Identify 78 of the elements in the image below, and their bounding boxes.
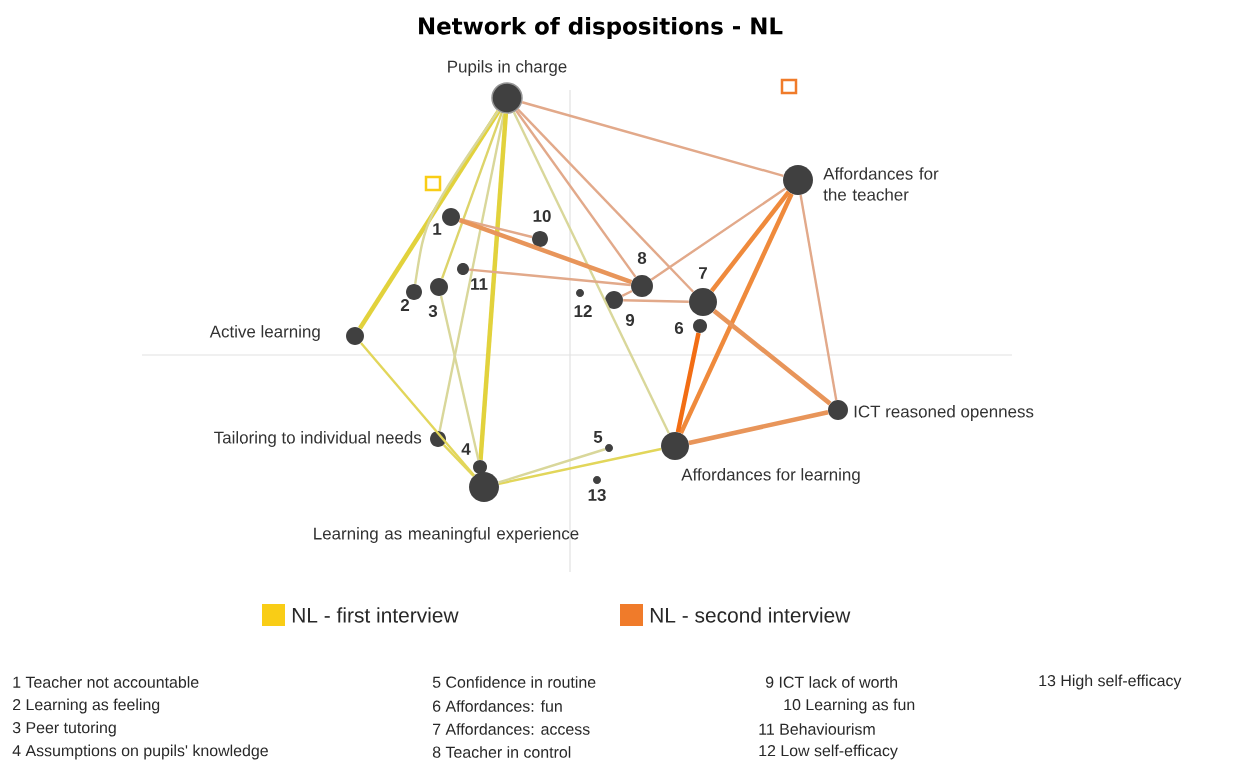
connector-line [799, 194, 838, 401]
connector-line [712, 309, 832, 406]
node-label: 7 [699, 267, 707, 279]
network-node: Pupils in charge [448, 60, 567, 114]
connector-line [650, 187, 787, 281]
network-node: 3 [428, 278, 448, 317]
node-label: 3 [428, 304, 438, 317]
network-node: 6 [674, 319, 707, 334]
legend-item: 8 Teacher in control [432, 746, 571, 758]
connector-line [360, 342, 476, 477]
legend-item: 4 Assumptions on pupils' knowledge [12, 744, 268, 760]
connector-line [358, 110, 501, 330]
connector-line [498, 447, 662, 485]
network-node: Active learning [209, 325, 364, 345]
node-label: 6 [674, 322, 684, 334]
connector-line [458, 218, 633, 285]
network-node: ICT reasoned openness [828, 400, 1034, 421]
legend-item: 1 Teacher not accountable [13, 676, 199, 688]
legend-item: 6 Affordances: fun [433, 700, 562, 712]
node-label: 2 [400, 299, 410, 311]
connector-line [438, 113, 506, 432]
legend-item: 10 Learning as fun [784, 698, 915, 714]
network-node: Affordances for the teacher [783, 165, 939, 201]
connector-line [498, 448, 606, 484]
legend-item: 9 ICT lack of worth [765, 676, 898, 688]
node-label: 9 [625, 314, 635, 326]
connector-line [512, 111, 670, 434]
node-label: ICT reasoned openness [854, 405, 1034, 421]
network-node: 2 [400, 284, 422, 311]
legend-item: 3 Peer tutoring [12, 721, 116, 737]
network-node: 4 [461, 443, 487, 474]
node-label: 10 [533, 210, 551, 222]
legend-item: 2 Learning as feeling [13, 698, 160, 714]
node-label: 5 [593, 431, 603, 443]
connector-line [709, 190, 791, 293]
connector-line [521, 101, 784, 178]
connector-line [688, 410, 829, 446]
network-node: 7 [689, 267, 717, 316]
network-node: Affordances for learning [661, 432, 860, 484]
legend-item: 11 Behaviourism [759, 723, 875, 735]
network-node: Tailoring to individual needs [214, 431, 446, 447]
legend-item: 12 Low self-efficacy [759, 744, 898, 760]
node-label: 1 [433, 223, 442, 235]
network-node: 12 [574, 289, 592, 317]
connector-line [517, 108, 695, 293]
network-node: 1 [433, 208, 460, 235]
network-node: 13 [588, 476, 606, 501]
legend-label: NL - second interview [650, 607, 851, 623]
connector-line [678, 192, 794, 435]
node-label: Pupils in charge [448, 60, 567, 76]
node-label: Affordances for learning [681, 468, 860, 484]
title: Network of dispositions - NL [419, 16, 783, 40]
connector-line [442, 444, 475, 477]
connector-line [621, 289, 633, 297]
connector-line [675, 332, 701, 433]
connector-line [469, 268, 631, 287]
legend-item: 13 High self-efficacy [1039, 674, 1182, 690]
node-label: 12 [574, 305, 592, 317]
connector-line [439, 295, 480, 461]
node-label: 4 [461, 443, 471, 455]
connector-line [515, 110, 637, 278]
node-label: 11 [471, 278, 488, 290]
network-node: 10 [532, 210, 551, 247]
legend-item: 5 Confidence in routine [432, 676, 596, 688]
connector-line [441, 112, 503, 279]
legend-item: 7 Affordances: access [433, 723, 590, 735]
node-label: Active learning [209, 325, 320, 341]
connector-line [414, 110, 500, 285]
node-label: 13 [588, 488, 606, 501]
network-node: Learning as meaningful experience [314, 472, 579, 543]
connector-line [478, 113, 509, 460]
node-label: Learning as meaningful experience [314, 527, 579, 543]
node-label: 8 [637, 252, 647, 264]
legend-label: NL - first interview [292, 607, 459, 623]
network-node: 5 [593, 431, 613, 452]
connector-line [623, 299, 689, 303]
network-node: 11 [457, 263, 488, 290]
node-label: Affordances for the teacher [823, 167, 939, 201]
